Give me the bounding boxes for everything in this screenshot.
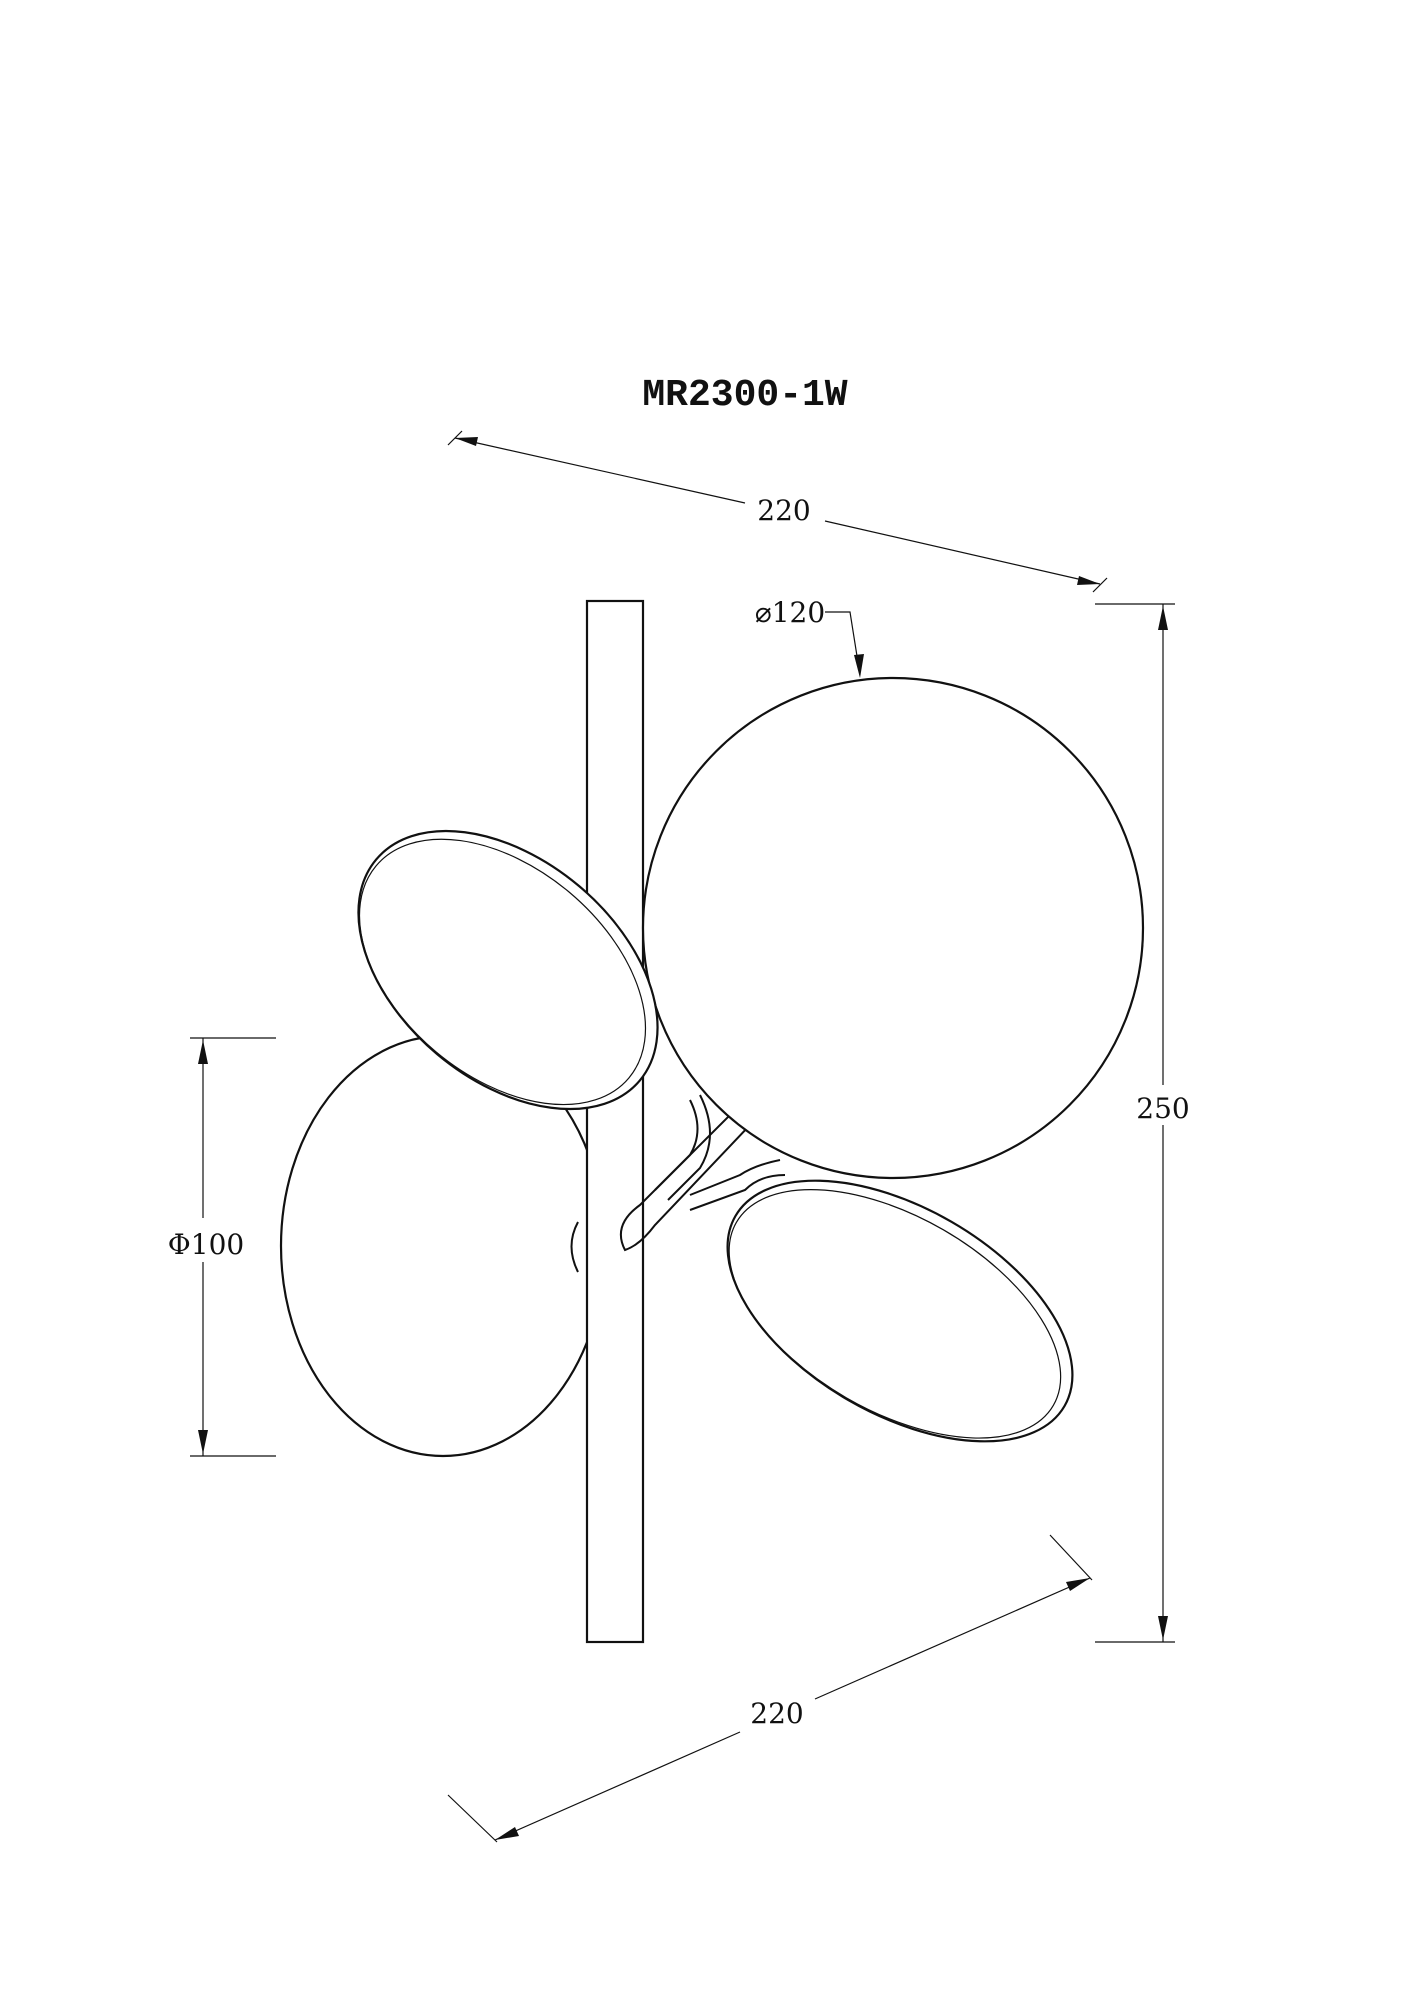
top-width-label: 220 [757, 494, 810, 527]
top-width-dimension: 220 [447, 430, 1108, 593]
small-shade-label: Φ100 [168, 1228, 244, 1261]
upper-disc-shade [357, 829, 659, 1111]
lower-disc-shade [726, 1179, 1074, 1443]
small-shade-dimension: Φ100 [168, 1037, 276, 1457]
model-title: MR2300-1W [642, 374, 847, 417]
bottom-width-dimension: 220 [447, 1534, 1093, 1843]
height-dimension: 250 [1095, 603, 1190, 1643]
large-globe-shade [641, 676, 1145, 1180]
height-label: 250 [1136, 1092, 1189, 1125]
wall-mount-bar [585, 599, 645, 1644]
bottom-width-label: 220 [750, 1697, 803, 1730]
large-shade-dimension: ⌀120 [755, 596, 864, 678]
large-shade-label: ⌀120 [755, 596, 825, 629]
